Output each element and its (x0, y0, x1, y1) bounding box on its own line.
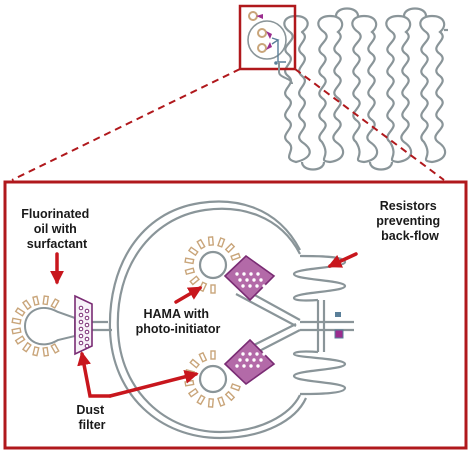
filter-pillar (84, 308, 90, 314)
filter-pillar (78, 319, 84, 325)
inlet-post (11, 317, 22, 325)
serpentine-turn (368, 161, 394, 171)
filter-pillar (84, 315, 90, 321)
filter-pillar (84, 343, 90, 349)
filter-pillar (262, 352, 266, 356)
inlet-post (14, 335, 26, 345)
filter-pillar (249, 364, 253, 368)
filter-pillar (245, 358, 249, 362)
inlet-post (210, 284, 216, 294)
filter-pillar (259, 358, 263, 362)
filter-pillar (248, 284, 252, 288)
inlet-post (50, 343, 60, 354)
inlet-post (32, 295, 40, 306)
filter-pillar (252, 358, 256, 362)
inlet-post (230, 383, 241, 392)
inlet-post (198, 351, 208, 363)
serpentine-turn (334, 7, 360, 17)
inlet-post (189, 358, 200, 369)
label-dust: Dust filter (76, 403, 107, 432)
inlet-post (187, 387, 199, 398)
serpentine-column (385, 14, 413, 164)
filter-pillar (249, 272, 253, 276)
serpentine-column (419, 14, 447, 164)
label-resistors: Resistors preventing back-flow (376, 199, 443, 243)
inlet-post (32, 346, 40, 357)
filter-pillar (255, 352, 259, 356)
serpentine-columns (300, 7, 448, 171)
filter-pillar (242, 272, 246, 276)
inlet-post (230, 252, 241, 261)
inlet-post (217, 237, 226, 248)
filter-pillar (248, 352, 252, 356)
label-hama: HAMA with photo-initiator (136, 307, 221, 336)
filter-pillar (84, 329, 90, 335)
filter-pillar (78, 326, 84, 332)
inlet-post (196, 394, 206, 406)
zoom-source-box (238, 4, 297, 71)
zoom-line-left (11, 68, 241, 181)
inlet-post (189, 275, 200, 286)
inlet-post (187, 246, 199, 257)
filter-pillar (78, 312, 84, 318)
zoom-line-right (294, 68, 445, 181)
inlet-post (217, 396, 226, 407)
serpentine-channel (283, 14, 311, 164)
inlet-post (184, 257, 195, 265)
serpentine-column (351, 14, 379, 164)
label-oil: Fluorinated oil with surfactant (21, 207, 93, 251)
outlet-marker-upper (335, 312, 341, 317)
filter-pillar (238, 278, 242, 282)
filter-pillar (242, 364, 246, 368)
annotation-arrows (50, 252, 358, 398)
filter-pillar (256, 272, 260, 276)
arrow-hama (174, 286, 203, 304)
filter-pillar (245, 278, 249, 282)
filter-pillar (238, 358, 242, 362)
inlet-post (14, 307, 26, 317)
dust-filter-lower (223, 338, 276, 386)
arrow-resistors (327, 252, 358, 268)
dust-filter-upper (223, 254, 276, 302)
inlet-post (50, 298, 60, 309)
dust-filter-left (74, 294, 93, 356)
inlet-post (207, 236, 215, 247)
arrow-dust-lower (108, 369, 199, 398)
filter-pillar (256, 364, 260, 368)
filter-pillar (78, 340, 84, 346)
inlet-post (210, 350, 216, 360)
inlet-post (11, 327, 22, 335)
inlet-post (21, 299, 32, 311)
serpentine-turn (402, 7, 428, 17)
filter-pillar (255, 284, 259, 288)
filter-pillar (78, 305, 84, 311)
outlet-channel (278, 62, 293, 85)
inlet-post (42, 295, 50, 306)
filter-pillars (78, 272, 266, 368)
filter-pillar (78, 333, 84, 339)
inlet-post (184, 267, 196, 276)
arrow-dust-left (77, 351, 112, 398)
filter-pillar (262, 284, 266, 288)
filter-pillar (259, 278, 263, 282)
inlet-post (42, 346, 50, 357)
inlet-post (207, 397, 215, 408)
outlet-marker-lower (334, 329, 344, 339)
filter-pillar (241, 284, 245, 288)
filter-pillar (84, 336, 90, 342)
mini-chip (247, 11, 287, 65)
inlet-post (21, 341, 32, 353)
inlet-post (196, 238, 206, 250)
inlet-post (224, 242, 236, 254)
filter-pillar (235, 272, 239, 276)
filter-pillar (252, 278, 256, 282)
inlet-post (224, 390, 236, 402)
filter-pillar (241, 352, 245, 356)
serpentine-column (317, 14, 345, 164)
serpentine-turn (300, 161, 326, 171)
filter-pillar (84, 322, 90, 328)
filter-pillar (235, 364, 239, 368)
